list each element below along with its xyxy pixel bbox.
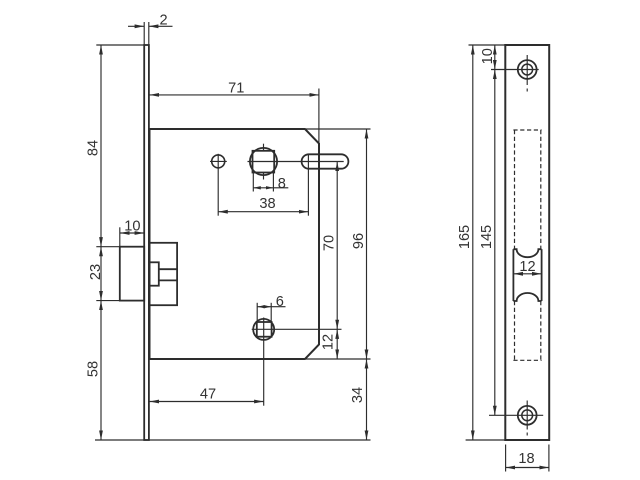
svg-text:12: 12 [519, 259, 535, 275]
svg-text:18: 18 [518, 451, 534, 467]
svg-text:84: 84 [86, 140, 102, 156]
svg-text:8: 8 [278, 176, 286, 192]
svg-text:70: 70 [322, 235, 338, 251]
svg-text:34: 34 [350, 387, 366, 403]
svg-text:23: 23 [88, 264, 104, 280]
svg-text:58: 58 [86, 361, 102, 377]
svg-text:10: 10 [480, 48, 496, 64]
svg-text:71: 71 [228, 81, 244, 97]
svg-text:145: 145 [479, 225, 495, 249]
svg-text:6: 6 [276, 294, 284, 310]
svg-text:12: 12 [321, 334, 337, 350]
svg-text:10: 10 [124, 219, 140, 235]
svg-text:47: 47 [200, 387, 216, 403]
svg-text:165: 165 [457, 225, 473, 249]
svg-text:96: 96 [351, 233, 367, 249]
svg-text:38: 38 [259, 196, 275, 212]
svg-text:2: 2 [159, 13, 167, 29]
